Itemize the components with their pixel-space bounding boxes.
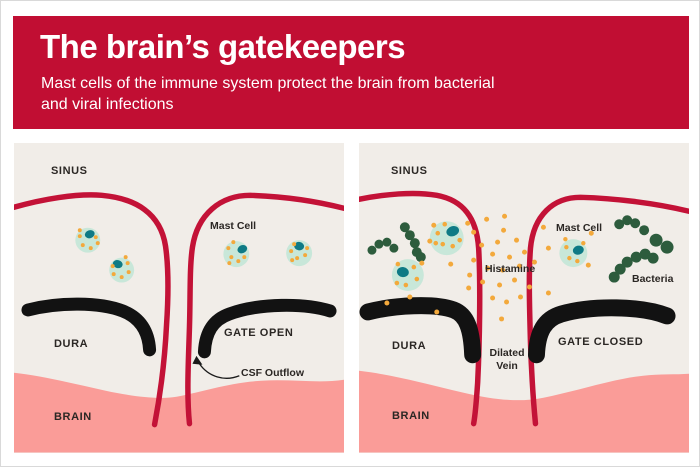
mast-cell-label: Mast Cell bbox=[556, 222, 603, 234]
page-subtitle: Mast cells of the immune system protect … bbox=[41, 75, 495, 114]
vein-wall-left bbox=[14, 192, 171, 428]
granules bbox=[433, 221, 462, 249]
bacteria-label: Bacteria bbox=[632, 273, 674, 285]
bacteria-chain bbox=[649, 233, 674, 254]
granules bbox=[226, 240, 247, 266]
brain-region bbox=[14, 372, 344, 453]
gate-closed-label: GATE CLOSED bbox=[558, 336, 644, 348]
gate-open-illustration bbox=[14, 192, 344, 453]
brain-label: BRAIN bbox=[392, 410, 430, 422]
sinus-label: SINUS bbox=[51, 165, 88, 177]
mast-cell bbox=[223, 240, 250, 268]
mast-cell bbox=[75, 227, 101, 253]
granules bbox=[394, 261, 420, 288]
gate-closed-illustration bbox=[359, 190, 689, 453]
csf-outflow-label: CSF Outflow bbox=[241, 367, 304, 379]
mast-cell-label: Mast Cell bbox=[210, 220, 257, 232]
bacteria-chain bbox=[367, 237, 399, 255]
dilated-vein-label: Dilated Vein bbox=[489, 347, 525, 373]
bacteria-chain bbox=[614, 215, 650, 236]
dura-left bbox=[359, 297, 482, 364]
mast-cell bbox=[391, 259, 424, 292]
brain-region bbox=[359, 370, 689, 453]
granules bbox=[77, 228, 100, 251]
panel-gate-open: SINUS Mast Cell DURA GATE OPEN CSF Outfl… bbox=[14, 143, 344, 453]
dura-label: DURA bbox=[54, 338, 89, 350]
vein-wall-right bbox=[526, 194, 689, 427]
dura-right bbox=[527, 299, 676, 364]
brain-label: BRAIN bbox=[54, 411, 92, 423]
mast-cell bbox=[286, 240, 313, 267]
mast-cell bbox=[109, 255, 135, 283]
page-title: The brain’s gatekeepers bbox=[40, 28, 406, 65]
gate-open-label: GATE OPEN bbox=[224, 327, 294, 339]
mast-cell bbox=[559, 236, 588, 268]
vein-wall-left bbox=[359, 190, 483, 427]
panel-gate-closed: SINUS Mast Cell Histamine Bacteria DURA … bbox=[359, 143, 689, 453]
histamine-dots bbox=[384, 213, 594, 322]
histamine-label: Histamine bbox=[485, 263, 536, 275]
title-banner: The brain’s gatekeepers Mast cells of th… bbox=[13, 16, 689, 129]
bacteria-chain bbox=[608, 248, 659, 283]
granules bbox=[289, 242, 310, 263]
sinus-label: SINUS bbox=[391, 165, 428, 177]
dura-label: DURA bbox=[392, 340, 427, 352]
granules bbox=[563, 236, 586, 264]
mast-cell bbox=[429, 221, 464, 256]
vein-wall-right bbox=[185, 192, 344, 427]
csf-outflow-arrow bbox=[192, 355, 240, 379]
bacteria-chain bbox=[399, 222, 426, 263]
granules bbox=[110, 255, 131, 280]
dura-right bbox=[197, 298, 337, 359]
dura-left bbox=[21, 297, 157, 357]
